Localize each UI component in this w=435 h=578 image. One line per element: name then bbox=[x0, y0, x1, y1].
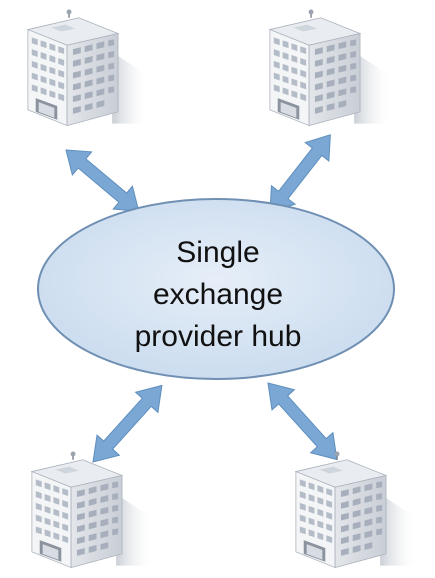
exchange-hub: Single exchange provider hub bbox=[37, 198, 395, 380]
office-building-icon bbox=[27, 8, 151, 127]
hub-label-line-2: exchange bbox=[153, 278, 283, 311]
office-building-icon bbox=[31, 450, 155, 569]
hub-label-line-1: Single bbox=[176, 236, 259, 269]
office-building-icon bbox=[295, 450, 419, 569]
office-building-icon bbox=[269, 8, 393, 127]
arrow-bottom-right bbox=[256, 372, 349, 471]
hub-label-line-3: provider hub bbox=[135, 320, 302, 353]
arrow-bottom-left bbox=[81, 374, 174, 473]
